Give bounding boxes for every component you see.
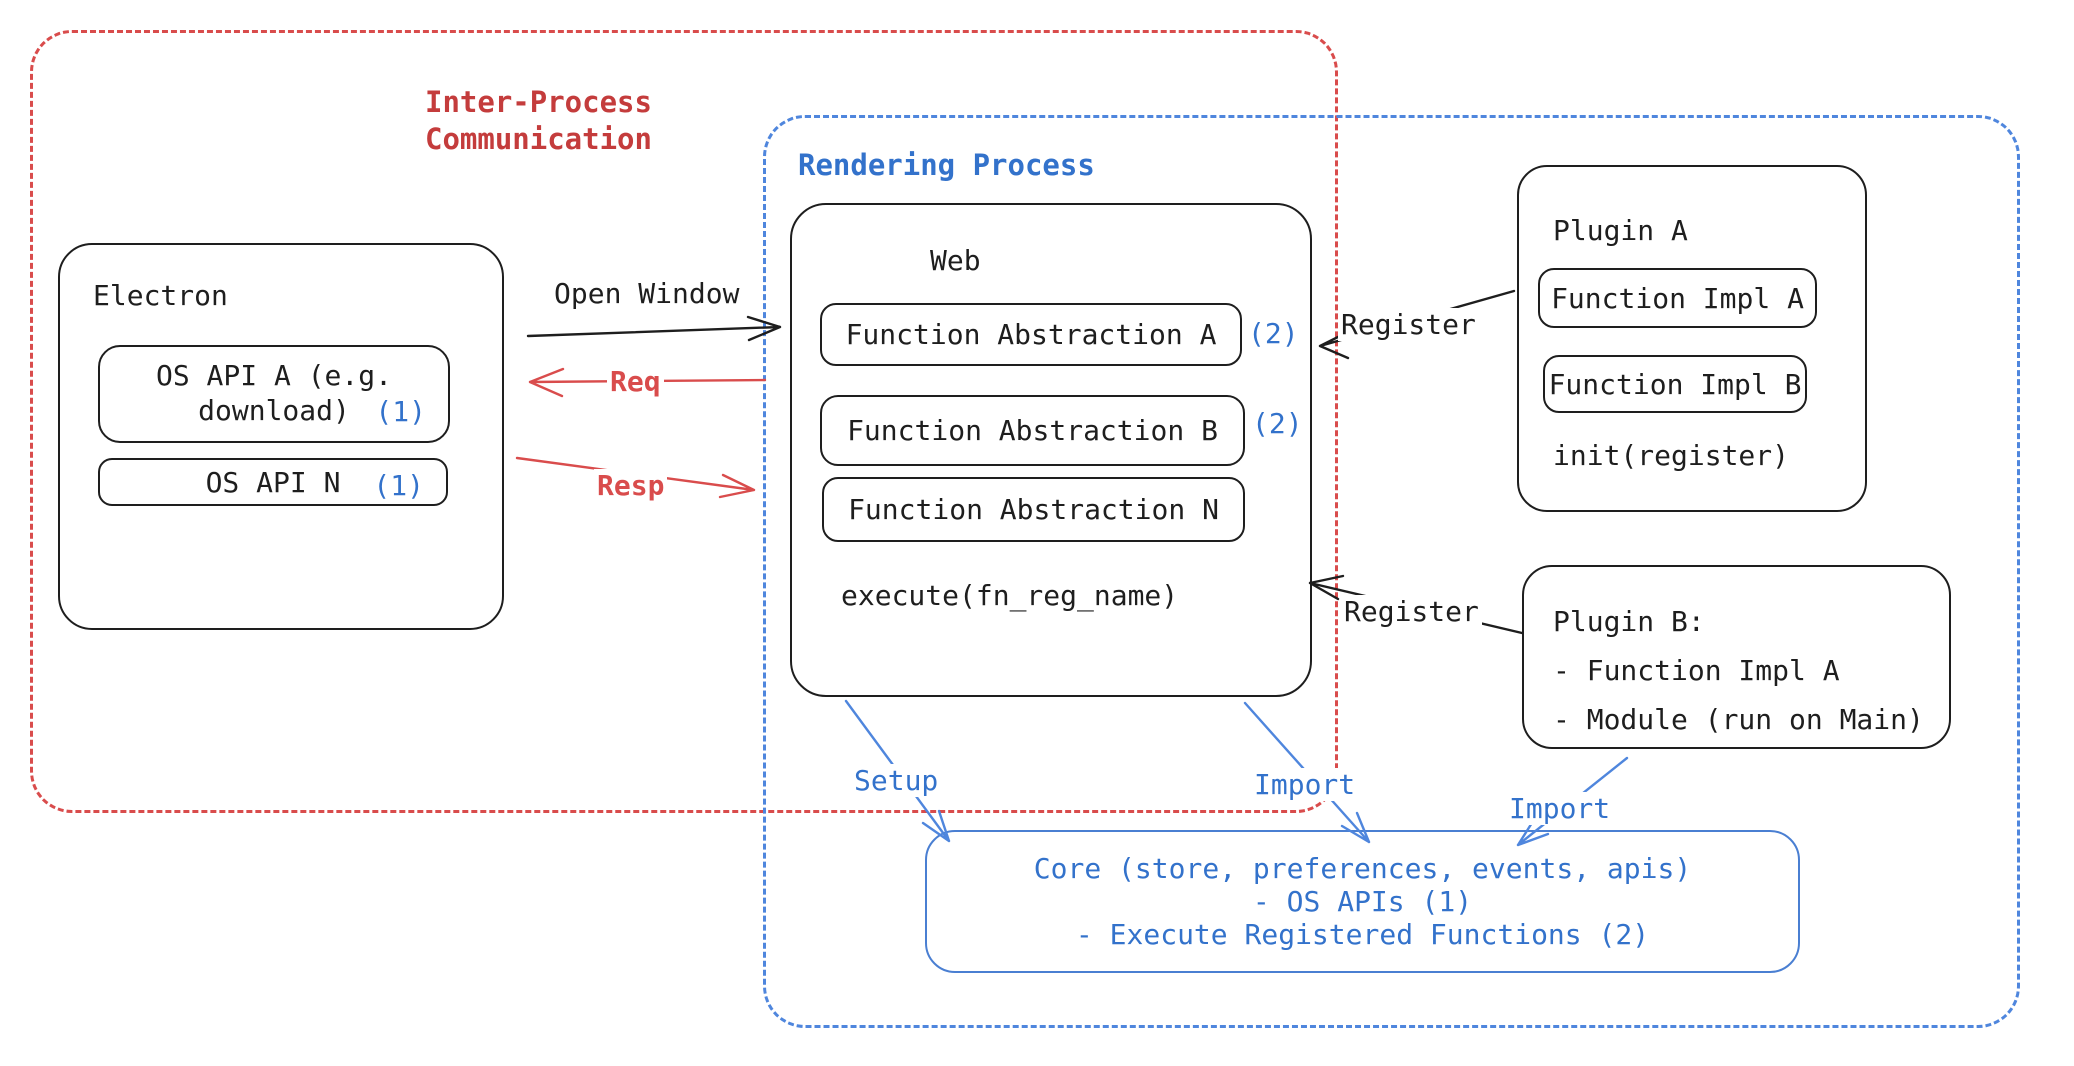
core-line1: Core (store, preferences, events, apis)	[1033, 852, 1692, 885]
plugin-b-title: Plugin B:	[1553, 605, 1705, 638]
open-window-arrow	[526, 315, 782, 342]
plugin-a-box	[1517, 165, 1867, 512]
function-abstraction-n-box: Function Abstraction N	[822, 477, 1245, 542]
function-impl-b-label: Function Impl B	[1548, 367, 1802, 401]
os-api-a-line1: OS API A (e.g.	[155, 359, 392, 392]
core-box	[925, 830, 1800, 973]
os-api-a-line2: download)	[198, 394, 350, 427]
plugin-b-item2: - Module (run on Main)	[1553, 703, 1924, 736]
rendering-process-dashed-region	[763, 115, 2020, 1028]
rendering-process-title: Rendering Process	[798, 148, 1095, 182]
function-impl-a-label: Function Impl A	[1551, 281, 1804, 315]
setup-label: Setup	[851, 764, 942, 797]
ipc-title-line2: Communication	[425, 122, 652, 156]
function-abstraction-b-label: Function Abstraction B	[847, 414, 1218, 447]
os-api-a-box: OS API A (e.g. download) (1)	[98, 345, 450, 443]
execute-fn-label: execute(fn_reg_name)	[841, 579, 1179, 612]
core-text: Core (store, preferences, events, apis)-…	[925, 852, 1800, 951]
core-line2: - OS APIs (1)	[1252, 885, 1473, 918]
plugin-b-text: Plugin B: - Function Impl A - Module (run …	[1553, 597, 1924, 744]
function-abstraction-b-box: Function Abstraction B	[820, 395, 1245, 466]
core-line3: - Execute Registered Functions (2)	[1075, 918, 1650, 951]
import-plugin-b-label: Import	[1506, 792, 1614, 825]
function-abstraction-n-label: Function Abstraction N	[848, 493, 1219, 526]
plugin-a-title: Plugin A	[1553, 214, 1688, 247]
function-abstraction-a-ref: (2)	[1248, 317, 1299, 350]
import-web-label: Import	[1251, 768, 1359, 801]
os-api-n-ref: (1)	[373, 469, 424, 502]
ipc-dashed-region	[30, 30, 1338, 813]
ipc-title-line1: Inter-Process	[425, 85, 652, 119]
web-box	[790, 203, 1312, 697]
function-impl-b-box: Function Impl B	[1543, 355, 1807, 413]
os-api-a-ref: (1)	[375, 395, 426, 428]
function-impl-a-box: Function Impl A	[1538, 268, 1817, 328]
web-title: Web	[930, 244, 981, 277]
function-abstraction-b-ref: (2)	[1252, 407, 1303, 440]
os-api-n-box: OS API N (1)	[98, 458, 448, 506]
plugin-b-box	[1522, 565, 1951, 749]
os-api-n-label: OS API N	[205, 465, 341, 499]
req-label: Req	[607, 365, 664, 398]
function-abstraction-a-box: Function Abstraction A	[820, 303, 1242, 366]
register-plugin-a-label: Register	[1338, 308, 1479, 341]
open-window-label: Open Window	[551, 277, 743, 310]
init-register-label: init(register)	[1553, 439, 1790, 472]
plugin-b-item1: - Function Impl A	[1553, 654, 1840, 687]
electron-title: Electron	[93, 279, 228, 312]
electron-box	[58, 243, 504, 630]
function-abstraction-a-label: Function Abstraction A	[845, 318, 1217, 351]
register-plugin-b-label: Register	[1341, 595, 1482, 628]
resp-label: Resp	[594, 469, 668, 502]
